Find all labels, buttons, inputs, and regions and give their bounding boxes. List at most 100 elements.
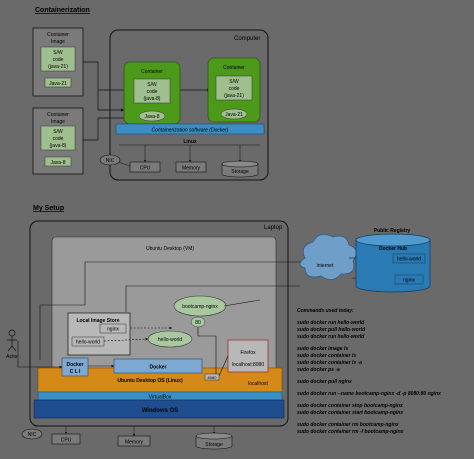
nic-2: NIC [21,428,43,440]
container1-code-line1: S/W [147,82,157,88]
port-8080: 8080 [204,373,220,381]
laptop-label: Laptop [264,225,283,231]
firefox-box: Firefox localhost:8080 [227,339,269,373]
container-hello-label: hello-world [158,337,182,343]
port-80-label: 80 [195,320,201,326]
vm-label: Ubuntu Desktop (VM) [146,246,194,252]
command-line: sudo docker ps -a [297,367,340,373]
docker-daemon-box: Docker [113,358,203,374]
command-line: sudo docker run --name bootcamp-nginx -d… [297,391,441,397]
memory2-label: Memory [125,440,144,446]
image1-title-line1: Container [47,32,69,38]
image1-java: Java-21 [49,81,67,87]
image2-code-line2: code [53,136,64,142]
storage-1: Storage [221,160,259,178]
storage1-label: Storage [231,169,249,175]
command-line: sudo docker run hello-world [297,320,365,326]
image2-code-line1: S/W [53,129,63,135]
hub-item-nginx: nginx [403,278,415,284]
firefox-to-port-line [218,355,229,377]
container-1: Container S/W code (java-8) Java-8 [123,61,181,125]
command-line: sudo docker container start bootcamp-ngi… [297,410,403,416]
nic2-label: NIC [28,432,37,438]
command-line: sudo docker run hello-world [297,334,365,340]
image2-title-line1: Container [47,112,69,118]
port-8080-label: 8080 [208,375,218,380]
container2-java: Java-21 [225,112,243,118]
command-line: sudo docker container ls [297,353,356,359]
cpu2-label: CPU [61,438,72,444]
image1-code-line3: (java-21) [48,64,68,70]
image2-code-line3: (java-8) [50,143,67,149]
computer-label: Computer [234,36,260,42]
docker-cli-box: Docker C L I [61,357,89,377]
image2-to-container-line [83,117,124,141]
command-line: sudo docker container rm -f bootcamp-ngi… [297,429,404,435]
commands-heading: Commands used today: [297,308,354,314]
image1-to-container-arrow [83,61,125,112]
container2-code-line2: code [229,86,240,92]
store-to-hello-dashed [103,337,149,342]
docker-daemon-label: Docker [150,365,167,371]
local-image-store: Local Image Store nginx hello-world [67,312,131,356]
firefox-url: localhost:8080 [232,362,264,368]
store-item-nginx: nginx [107,327,119,333]
cpu-2: CPU [51,433,81,445]
actor-to-internet-line [39,261,310,360]
local-image-store-label: Local Image Store [76,318,119,324]
container2-code-line3: (java-21) [224,93,244,99]
command-line: sudo docker container ls -a [297,360,362,366]
memory1-label: Memory [182,166,201,172]
command-line: sudo docker pull hello-world [297,327,366,333]
container1-code-line3: (java-8) [144,96,161,102]
container-image-1: Container Image S/W code (java-21) Java-… [32,27,84,97]
nginx-connector [223,299,261,307]
actor-to-cli-arrow [17,341,63,369]
image1-title-line2: Image [51,39,65,45]
internet-label: internet [317,263,334,269]
store-to-internet-line [125,285,300,312]
docker-hub-cylinder: Docker Hub hello-world nginx [355,233,431,293]
docker-hub-label: Docker Hub [379,246,407,252]
command-line: sudo docker container rm bootcamp-nginx [297,422,399,428]
container2-code-line1: S/W [229,79,239,85]
container-hello-world: hello-world [147,330,193,348]
container2-title: Container [223,65,245,71]
firefox-label: Firefox [240,350,256,356]
container-nginx-label: bootcamp-nginx [182,304,218,310]
nic1-label: NIC [106,158,115,164]
port-mapping-line [197,327,217,374]
container-2: Container S/W code (java-21) Java-21 [207,57,261,123]
docker-cli-line2: C L I [70,369,81,375]
public-registry-label: Public Registry [374,228,411,234]
memory-1: Memory [175,161,207,173]
containerization-title: Containerization [35,7,90,14]
nic-1: NIC [99,154,121,166]
localhost-label: localhost [248,381,268,387]
container-image-2: Container Image S/W code (java-8) Java-8 [32,107,84,175]
container-bootcamp-nginx: bootcamp-nginx [173,295,227,317]
actor-label: Actor [6,354,18,360]
ubuntu-os-label: Ubuntu Desktop OS (Linux) [117,378,183,384]
computer-box [109,29,269,181]
image1-code-line1: S/W [53,50,63,56]
command-line: sudo docker container stop bootcamp-ngin… [297,403,403,409]
actor-figure: Actor [6,329,18,360]
hub-item-hello-world: hello-world [397,257,421,263]
internet-cloud: internet [299,234,357,280]
port-80: 80 [190,316,206,328]
my-setup-title: My Setup [33,205,64,212]
containerization-software-label: Containerization software (Docker) [152,128,229,134]
cpu-1: CPU [129,161,161,173]
image2-java: Java-8 [50,160,65,166]
storage2-label: Storage [205,442,223,448]
windows-os-bar [33,399,285,419]
command-line: sudo docker pull nginx [297,379,352,385]
image1-code-line2: code [53,57,64,63]
memory-2: Memory [117,435,151,447]
virtualbox-label: VirtualBox [149,395,172,401]
container1-title: Container [141,69,163,75]
containerization-software-bar [115,123,265,135]
